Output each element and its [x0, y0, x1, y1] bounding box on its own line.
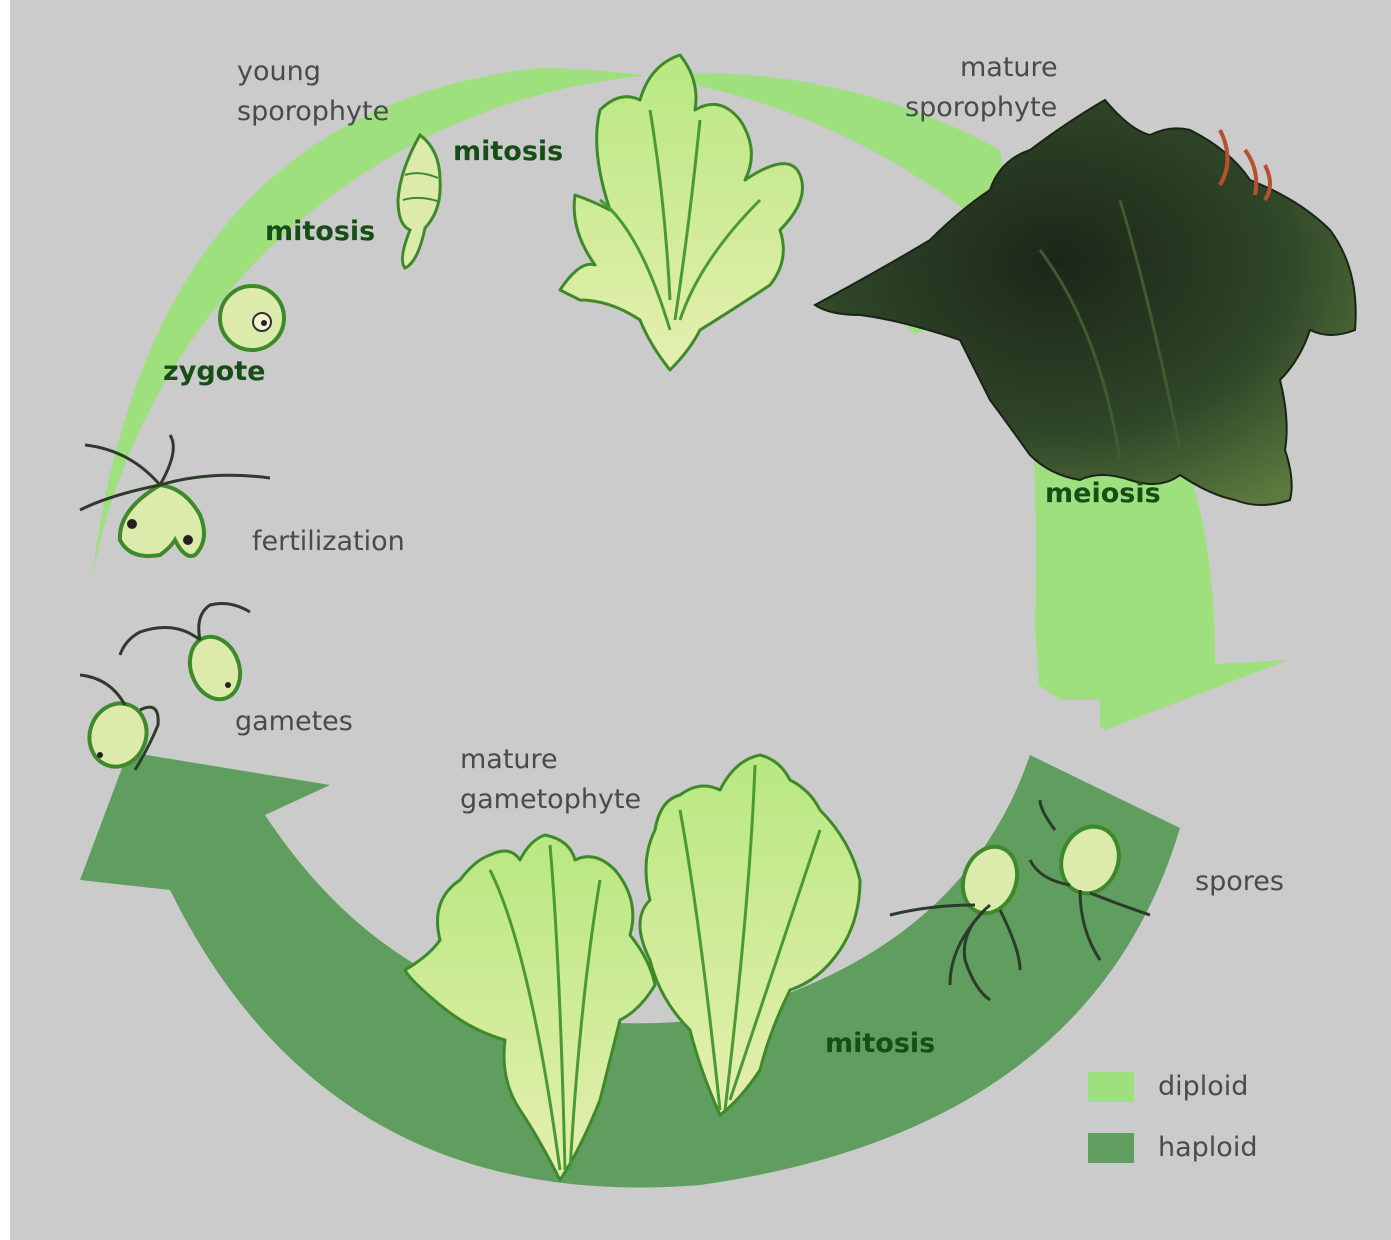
label-zygote: zygote: [163, 356, 265, 387]
legend-swatch-haploid: [1088, 1133, 1134, 1163]
legend-label-diploid: diploid: [1158, 1071, 1248, 1102]
legend-swatch-diploid: [1088, 1072, 1134, 1102]
legend-label-haploid: haploid: [1158, 1132, 1257, 1163]
label-mature-sporophyte: sporophyte: [905, 92, 1057, 123]
label-mature-gametophyte-2: gametophyte: [460, 784, 641, 815]
label-young-sporophyte: sporophyte: [237, 96, 389, 127]
label-young: young: [237, 56, 321, 87]
label-mitosis-left: mitosis: [265, 216, 375, 247]
label-mature-gametophyte-1: mature: [460, 744, 558, 775]
label-mitosis-top: mitosis: [453, 136, 563, 167]
label-spores: spores: [1195, 866, 1284, 897]
label-mitosis-bottom: mitosis: [825, 1028, 935, 1059]
label-gametes: gametes: [235, 706, 353, 737]
zygote-illustration: [220, 286, 284, 350]
label-fertilization: fertilization: [252, 526, 405, 557]
label-mature: mature: [960, 52, 1058, 83]
label-meiosis: meiosis: [1045, 478, 1161, 509]
